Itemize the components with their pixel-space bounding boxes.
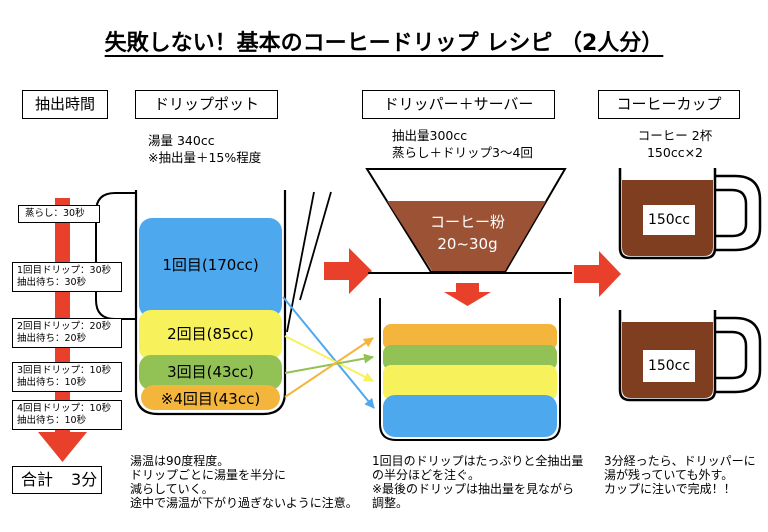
arrow-right-icon bbox=[574, 251, 621, 297]
note-line: 調整。 bbox=[372, 496, 409, 510]
server-body bbox=[379, 298, 561, 441]
timeline-step-3: 3回目ドリップ：10秒 抽出待ち：10秒 bbox=[12, 362, 122, 392]
note-line: ※最後のドリップは抽出量を見ながら bbox=[372, 482, 575, 496]
timeline-wait-label: 抽出待ち：30秒 bbox=[17, 277, 87, 288]
pot-layer-3 bbox=[139, 355, 282, 390]
pot-water-amount: 湯量 340cc bbox=[148, 133, 215, 148]
grounds-label: コーヒー粉 bbox=[429, 213, 505, 231]
server-layer-2 bbox=[383, 365, 557, 400]
dripper-notes: 1回目のドリップはたっぷりと全抽出量 の半分ほどを注ぐ。 ※最後のドリップは抽出… bbox=[372, 454, 583, 510]
coffee-grounds bbox=[387, 201, 546, 271]
timeline-step-4: 4回目ドリップ：10秒 抽出待ち：10秒 bbox=[12, 400, 122, 430]
pot-layer-4 bbox=[141, 385, 280, 410]
extraction-amount: 抽出量300cc bbox=[392, 128, 468, 143]
note-line: 湯が残っていても外す。 bbox=[604, 468, 734, 482]
pot-layer-1 bbox=[139, 218, 282, 318]
grounds-amount: 20~30g bbox=[437, 235, 498, 253]
pot-layer-2 bbox=[139, 310, 282, 360]
note-line: 減らしていく。 bbox=[130, 482, 214, 496]
arrow-down-icon bbox=[444, 283, 491, 306]
pot-water-note: ※抽出量＋15%程度 bbox=[148, 150, 262, 165]
pot-body bbox=[134, 190, 287, 416]
server-layer-4 bbox=[383, 324, 557, 350]
note-line: 途中で湯温が下がり過ぎないように注意。 bbox=[130, 496, 358, 510]
timeline-step-1: 1回目ドリップ：30秒 抽出待ち：30秒 bbox=[12, 262, 122, 292]
note-line: ドリップごとに湯量を半分に bbox=[130, 468, 287, 482]
timeline-wait-label: 抽出待ち：20秒 bbox=[17, 333, 87, 344]
cup-per-volume: 150cc×2 bbox=[646, 145, 704, 160]
note-line: 3分経ったら、ドリッパーに bbox=[604, 454, 756, 468]
timeline-step-bloom: 蒸らし：30秒 bbox=[18, 205, 100, 223]
header-pot: ドリップポット bbox=[135, 90, 278, 119]
page-title: 失敗しない！基本のコーヒードリップ レシピ （2人分） bbox=[104, 31, 664, 56]
timeline-step-label: 蒸らし：30秒 bbox=[25, 208, 85, 219]
mug-2-body bbox=[618, 310, 717, 402]
timeline-step-label: 2回目ドリップ：20秒 bbox=[17, 321, 112, 332]
timeline-step-label: 3回目ドリップ：10秒 bbox=[17, 365, 112, 376]
timeline-wait-label: 抽出待ち：10秒 bbox=[17, 415, 87, 426]
header-time: 抽出時間 bbox=[22, 90, 108, 119]
timeline-wait-label: 抽出待ち：10秒 bbox=[17, 377, 87, 388]
note-line: 1回目のドリップはたっぷりと全抽出量 bbox=[372, 454, 584, 468]
pot-handle bbox=[95, 192, 136, 320]
pot-layer-1-label: 1回目(170cc) bbox=[162, 256, 259, 274]
timeline-step-2: 2回目ドリップ：20秒 抽出待ち：20秒 bbox=[12, 318, 122, 348]
timeline-total: 合計 3分 bbox=[12, 466, 102, 494]
header-dripper: ドリッパー＋サーバー bbox=[362, 90, 555, 119]
timeline-step-label: 4回目ドリップ：10秒 bbox=[17, 403, 112, 414]
header-cup: コーヒーカップ bbox=[598, 90, 740, 119]
pot-layer-4-label: ※4回目(43cc) bbox=[160, 390, 261, 408]
server-layer-3 bbox=[383, 345, 557, 370]
note-line: カップに注いで完成！！ bbox=[604, 482, 736, 496]
mug-2-handle bbox=[715, 316, 762, 394]
timeline-step-label: 1回目ドリップ：30秒 bbox=[17, 265, 112, 276]
pot-layer-3-label: 3回目(43cc) bbox=[167, 363, 254, 381]
note-line: 湯温は90度程度。 bbox=[130, 454, 230, 468]
mug-2-label: 150cc bbox=[643, 350, 695, 382]
pot-layer-2-label: 2回目(85cc) bbox=[167, 325, 254, 343]
drip-steps-note: 蒸らし＋ドリップ3〜4回 bbox=[392, 145, 533, 160]
arrow-right-icon bbox=[324, 248, 372, 294]
cup-count: コーヒー 2杯 bbox=[637, 128, 713, 143]
pour-arrow-drip-1 bbox=[282, 296, 375, 409]
mug-1-label: 150cc bbox=[643, 205, 695, 235]
mug-1-body bbox=[618, 168, 717, 260]
total-value: 3分 bbox=[71, 470, 98, 489]
timeline-bar bbox=[55, 198, 70, 434]
timeline-arrowhead bbox=[38, 432, 87, 462]
note-line: の半分ほどを注ぐ。 bbox=[372, 468, 481, 482]
pour-arrow-drip-4 bbox=[284, 337, 374, 398]
server-layer-1 bbox=[383, 395, 557, 437]
pour-arrow-drip-2 bbox=[284, 335, 374, 382]
pour-arrow-drip-3 bbox=[284, 353, 374, 374]
pot-notes: 湯温は90度程度。 ドリップごとに湯量を半分に 減らしていく。 途中で湯温が下が… bbox=[130, 454, 358, 510]
total-label: 合計 bbox=[21, 470, 54, 489]
mug-1-handle bbox=[715, 174, 762, 252]
cup-notes: 3分経ったら、ドリッパーに 湯が残っていても外す。 カップに注いで完成！！ bbox=[604, 454, 756, 496]
